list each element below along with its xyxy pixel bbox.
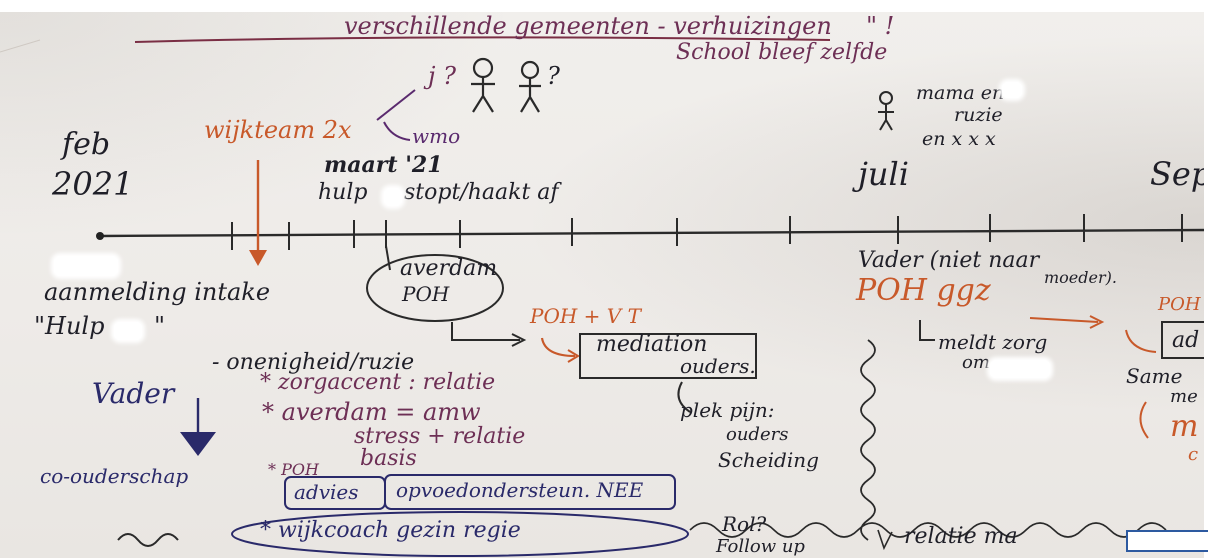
enxxx-caption: en x x x bbox=[922, 128, 996, 150]
ad-note: ad bbox=[1172, 328, 1200, 353]
month-july: juli bbox=[858, 155, 909, 193]
me-note: me bbox=[1170, 386, 1198, 407]
header-text-1: verschillende gemeenten - verhuizingen bbox=[344, 12, 832, 40]
averdam-label: averdam bbox=[400, 256, 498, 281]
month-sep: Sep bbox=[1150, 155, 1208, 193]
poh-ggz-note: POH ggz bbox=[856, 273, 991, 308]
redaction-name-2 bbox=[114, 322, 142, 340]
photo-right-edge bbox=[1204, 0, 1208, 558]
opvoed-label: opvoedondersteun. NEE bbox=[396, 478, 644, 502]
stick-figure-1 bbox=[471, 57, 495, 113]
pointer-slash bbox=[376, 89, 416, 121]
hulp-note: hulp bbox=[318, 180, 368, 205]
onenigheid-note: - onenigheid/ruzie bbox=[212, 350, 415, 375]
question-mark: ? bbox=[547, 62, 560, 90]
timeline-ticks bbox=[231, 214, 1183, 250]
vader-label: Vader bbox=[92, 377, 175, 410]
stopt-note: stopt/haakt af bbox=[404, 180, 559, 205]
same-note: Same bbox=[1126, 364, 1183, 388]
m-note: m bbox=[1170, 409, 1199, 444]
header-text-2: School bleef zelfde bbox=[676, 40, 888, 65]
vader-niet-naar-note: Vader (niet naar bbox=[858, 248, 1040, 273]
timeline-axis bbox=[99, 228, 1208, 238]
photo-top-edge bbox=[0, 0, 1208, 12]
maart-note: maart '21 bbox=[324, 152, 443, 178]
wmo-hook bbox=[383, 121, 411, 141]
header-underline bbox=[134, 36, 831, 43]
redaction-name-1 bbox=[54, 256, 118, 276]
mama-caption: mama en bbox=[916, 82, 1005, 104]
poh-small-note: * POH bbox=[268, 460, 319, 479]
meldt-zorg-note: meldt zorg bbox=[938, 330, 1048, 354]
averdam-amw-note: * averdam = amw bbox=[262, 398, 481, 426]
ouders-scheiding-1: ouders bbox=[726, 424, 789, 445]
zorgaccent-note: * zorgaccent : relatie bbox=[260, 370, 496, 395]
start-year: 2021 bbox=[52, 165, 134, 203]
start-month: feb bbox=[62, 127, 111, 162]
stick-figure-2 bbox=[519, 60, 541, 113]
om-note: om bbox=[962, 352, 990, 373]
aanmelding-note: aanmelding intake bbox=[44, 278, 271, 306]
follow-up-note: Follow up bbox=[716, 536, 805, 557]
opvoed-box bbox=[384, 474, 676, 510]
poh-vt-label: POH + V T bbox=[530, 304, 641, 328]
relatie-ma-note: relatie ma bbox=[904, 524, 1018, 549]
redaction-name-5 bbox=[990, 360, 1050, 378]
ruzie-caption: ruzie bbox=[954, 104, 1003, 126]
header-marks: " ! bbox=[866, 12, 895, 40]
wijkteam-note: wijkteam 2x bbox=[204, 116, 352, 144]
advies-label: advies bbox=[294, 480, 359, 504]
co-ouderschap-label: co-ouderschap bbox=[40, 464, 189, 488]
wmo-note: wmo bbox=[412, 124, 461, 148]
averdam-ellipse bbox=[366, 254, 504, 322]
wijkcoach-ellipse bbox=[231, 511, 689, 557]
c-note: c bbox=[1188, 444, 1199, 465]
ouders-label: ouders. bbox=[680, 354, 756, 378]
mediation-box bbox=[579, 333, 757, 379]
j-question: j ? bbox=[428, 62, 456, 90]
mediation-label: mediation bbox=[596, 332, 708, 357]
stick-figure-3 bbox=[878, 91, 894, 131]
moeder-note: moeder). bbox=[1044, 268, 1117, 287]
poh-label: POH bbox=[402, 282, 450, 306]
hulp-quote-close: " bbox=[154, 312, 166, 340]
plek-pijn-note: plek pijn: bbox=[680, 398, 775, 422]
vertical-squiggle bbox=[860, 339, 876, 541]
hulp-quote: "Hulp bbox=[34, 312, 105, 340]
redaction-name-3 bbox=[384, 188, 402, 206]
stress-note: stress + relatie bbox=[354, 424, 526, 449]
wijkcoach-label: * wijkcoach gezin regie bbox=[260, 518, 521, 543]
timeline-start-dot bbox=[96, 232, 104, 240]
ouders-scheiding-2: Scheiding bbox=[718, 448, 819, 472]
rol-note: Rol? bbox=[722, 512, 767, 536]
redaction-name-4 bbox=[1002, 82, 1022, 98]
basis-note: basis bbox=[360, 446, 417, 471]
poh-h-note: POH · H bbox=[1158, 294, 1208, 315]
corner-overlay-box bbox=[1126, 530, 1208, 552]
